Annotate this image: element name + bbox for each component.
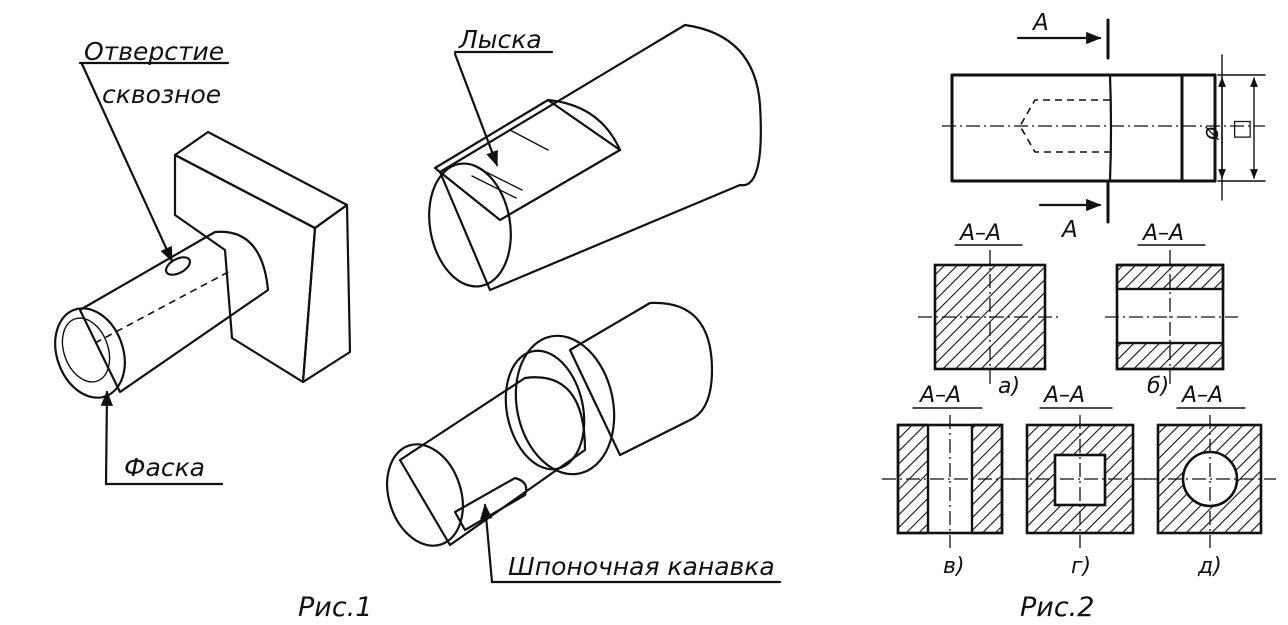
section-a: A–A а)	[918, 221, 1060, 399]
section-d: A–A д)	[1144, 383, 1276, 579]
flat-leader	[453, 52, 499, 167]
keyway-shaft-body	[398, 376, 587, 547]
flange-front-face	[173, 153, 317, 384]
chamfer-label: Фаска	[124, 453, 205, 482]
section-d-letter: д)	[1197, 554, 1222, 579]
part-keyway-shaft: Шпоночная канавка	[386, 301, 782, 584]
section-a-title: A–A	[958, 221, 1001, 246]
cut-letter-top: A	[1031, 10, 1049, 36]
flange-top-face	[173, 130, 349, 230]
section-v: A–A в)	[882, 383, 1015, 579]
cut-letter-bottom: A	[1060, 217, 1078, 243]
shaft-axis	[94, 269, 233, 344]
section-b: A–A б)	[1105, 221, 1238, 399]
fig2-caption: Рис.2	[1020, 592, 1094, 623]
flat-surface	[433, 98, 622, 222]
flat-hatch-marks	[471, 129, 549, 199]
section-v-letter: в)	[943, 554, 965, 579]
part-break-line	[1108, 73, 1113, 183]
part-flanged-shaft: Отверстие сквозное Фаска	[54, 37, 352, 486]
keyway-shaft-collar	[514, 334, 616, 476]
square-symbol: □	[1232, 116, 1253, 141]
chamfer-leader	[100, 390, 114, 486]
keyway-shaft-large-step	[568, 301, 714, 457]
keyway-shaft-end-face	[386, 443, 464, 547]
keyway-leader	[480, 503, 494, 584]
flat-label: Лыска	[458, 25, 542, 54]
diameter-symbol: ø	[1199, 126, 1224, 141]
section-g-letter: г)	[1071, 554, 1091, 579]
part-outline	[950, 73, 1184, 183]
fig1-caption: Рис.1	[298, 592, 372, 623]
section-d-title: A–A	[1180, 383, 1223, 408]
keyway-label: Шпоночная канавка	[508, 552, 775, 581]
hole-label-line2: сквозное	[102, 80, 221, 109]
hole-leader	[80, 62, 174, 263]
section-g: A–A г)	[1012, 383, 1148, 579]
section-a-letter: а)	[998, 374, 1020, 399]
hidden-blind-hole	[1019, 99, 1110, 153]
chamfer-edge	[61, 317, 111, 383]
part-flat-shaft: Лыска	[428, 23, 762, 292]
fig2-side-view: A A ø □	[942, 10, 1266, 243]
section-b-title: A–A	[1141, 221, 1184, 246]
flat-shaft-end-face	[428, 162, 512, 288]
section-v-title: A–A	[918, 383, 961, 408]
keyway-slot	[453, 476, 528, 532]
hole-label-line1: Отверстие	[84, 37, 224, 66]
section-b-letter: б)	[1147, 374, 1169, 399]
shaft-body	[78, 230, 270, 394]
through-hole	[164, 256, 192, 276]
flat-shaft-body	[438, 23, 762, 292]
section-g-title: A–A	[1042, 383, 1085, 408]
flat-edge-curve	[546, 98, 622, 152]
